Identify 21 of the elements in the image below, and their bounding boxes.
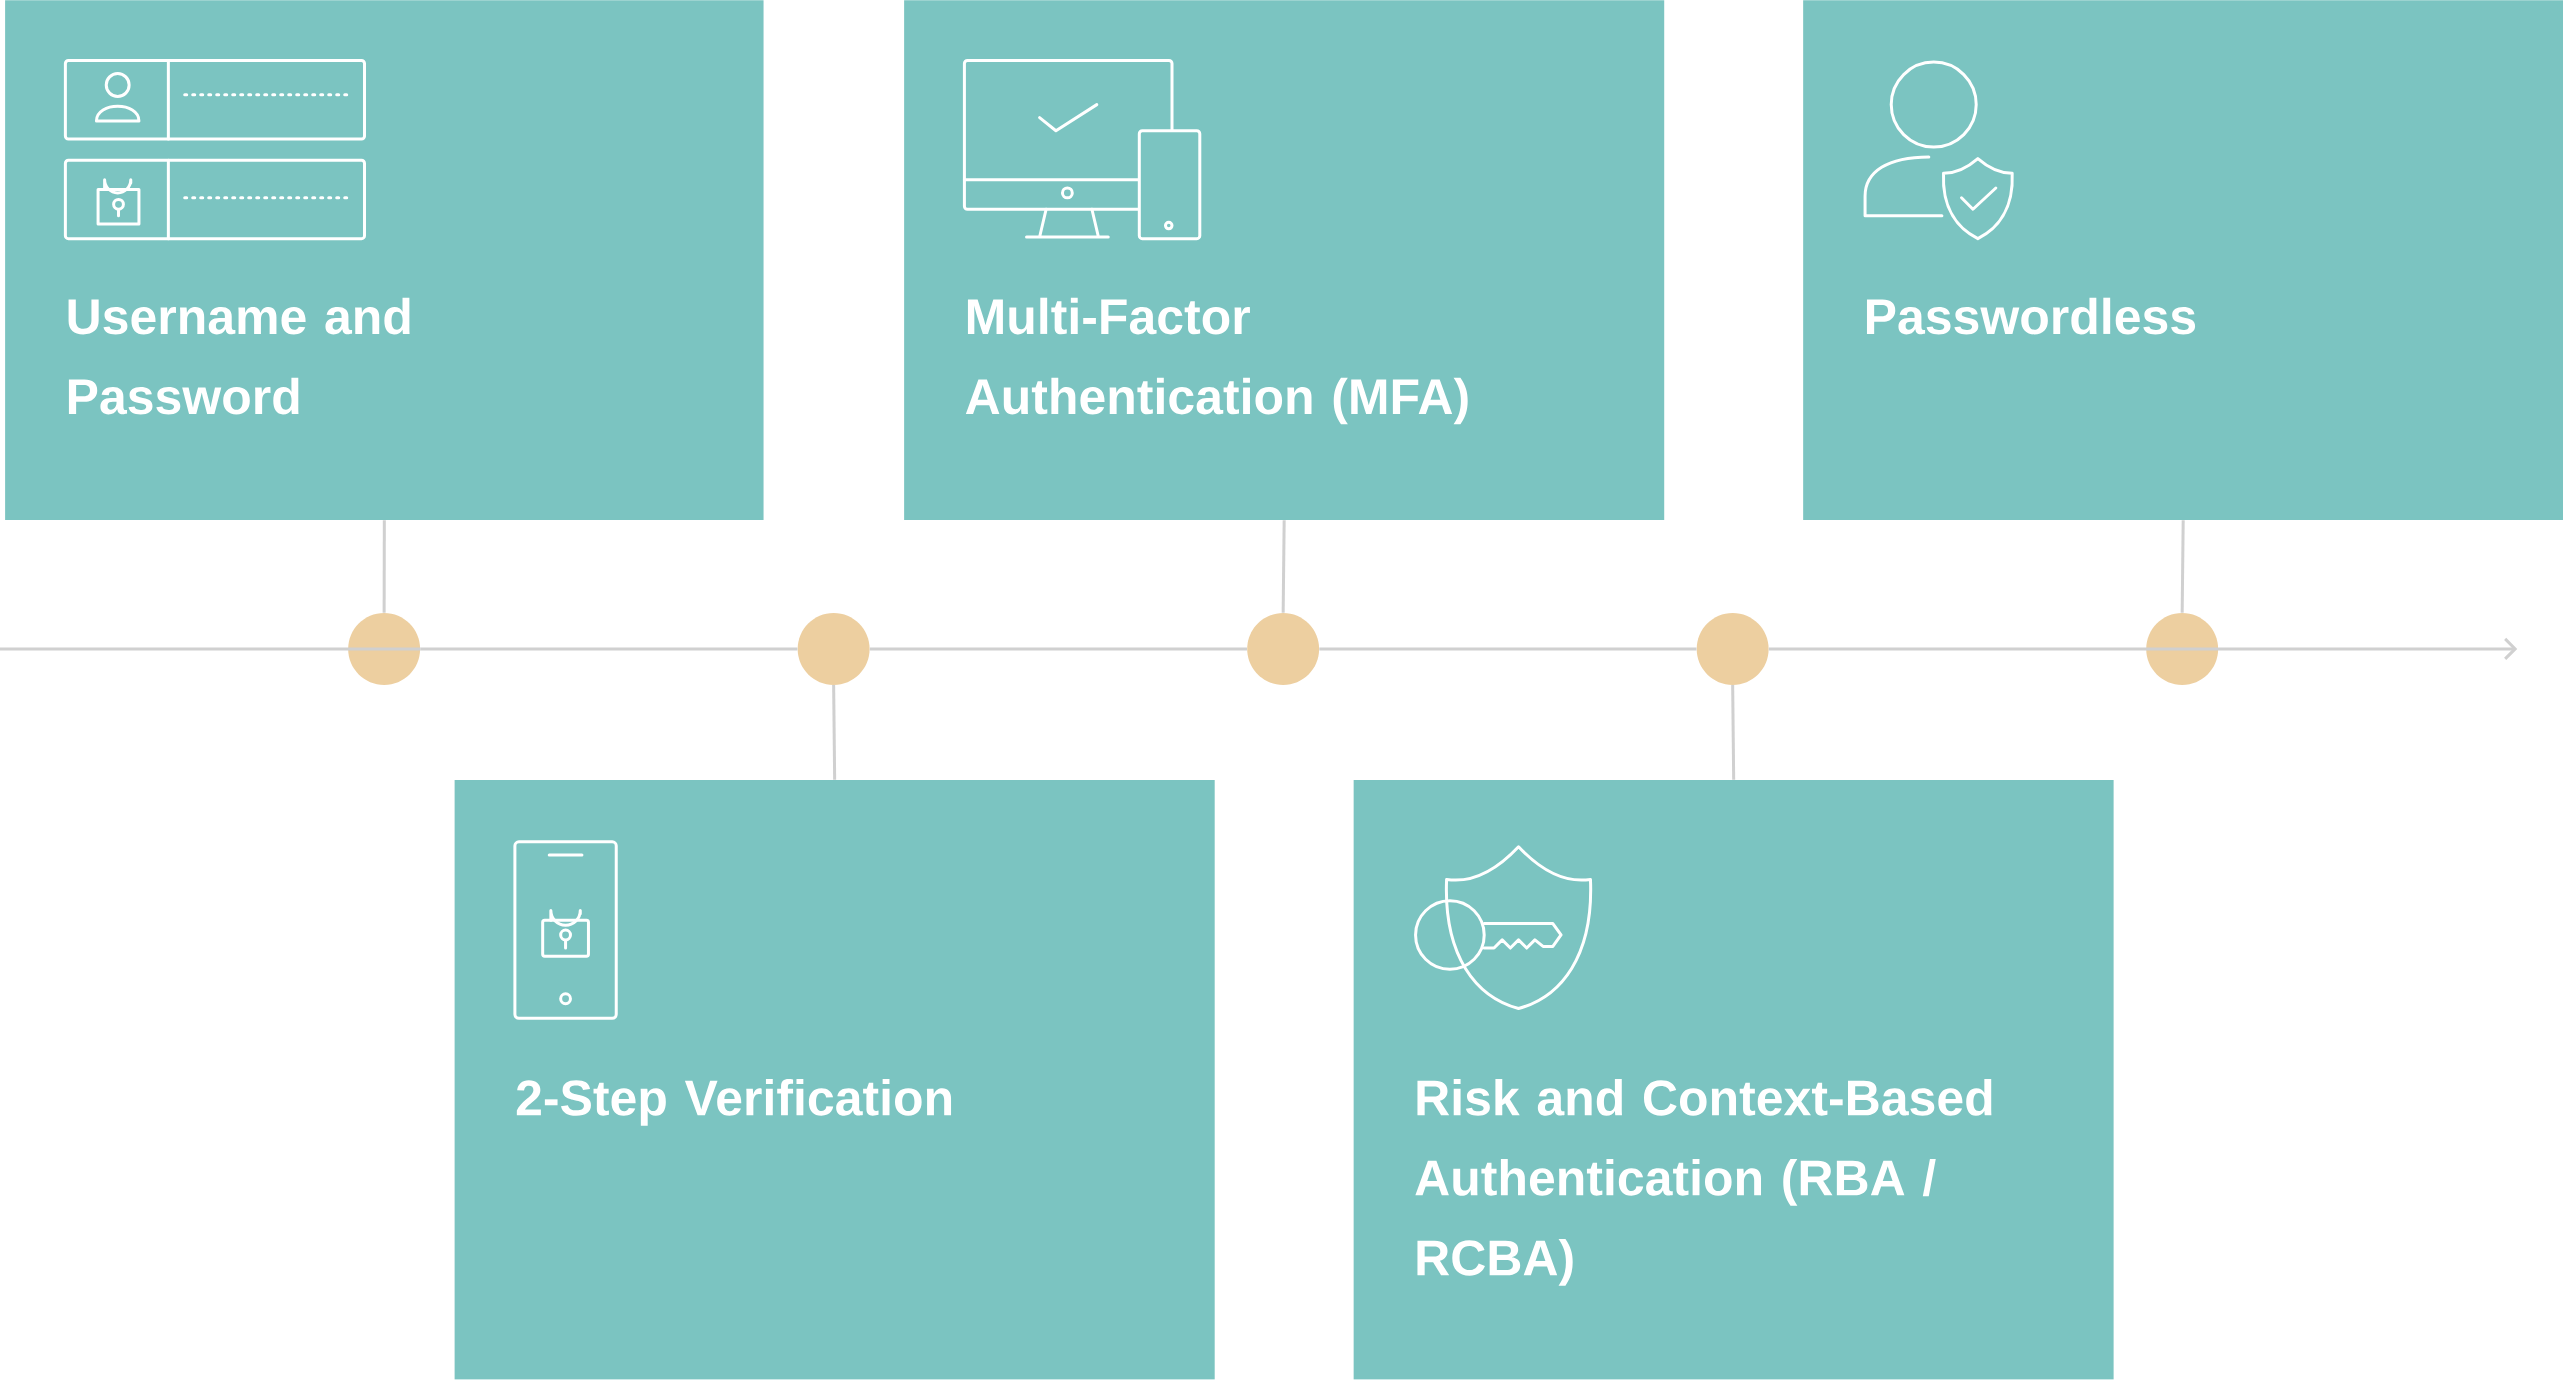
connector-line [2180,520,2185,613]
process-box: 2-Step Verification [454,780,1215,1380]
process-box: Risk and Context-Based Authentication (RBA / RCBA) [1353,780,2114,1380]
connector-line [1319,647,1697,651]
process-box: Passwordless [1803,0,2563,521]
connector-line [382,520,386,613]
connector-line [869,647,1247,651]
connector-line [1281,520,1286,613]
connector-line [1768,647,2146,651]
process-box: Username and Password [5,0,764,521]
connector-line [832,685,837,780]
timeline-dot [2146,613,2219,686]
connector-line [420,647,798,651]
timeline-arrow [2146,638,2518,661]
timeline-dot [797,613,870,686]
connector-line [1731,685,1736,780]
connector-line [0,647,421,651]
timeline-dot [348,613,421,686]
process-box: Multi-Factor Authentication (MFA) [904,0,1665,521]
timeline-dot [1247,613,1320,686]
timeline-dot [1696,613,1769,686]
